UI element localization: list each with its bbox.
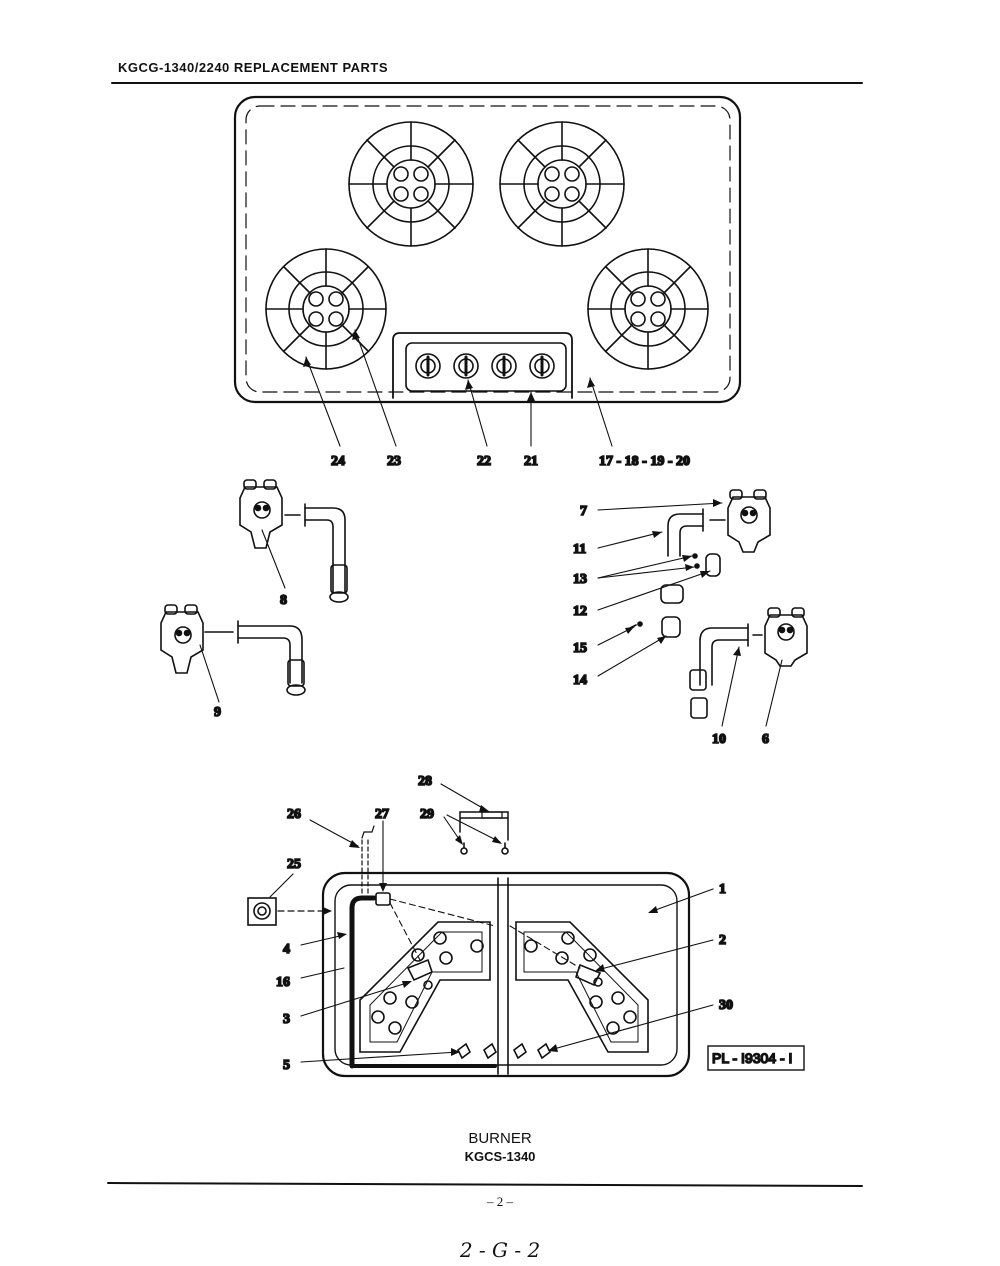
- control-knob-3: [491, 353, 517, 379]
- control-knob-4: [529, 353, 555, 379]
- callout-21: 21: [524, 454, 538, 469]
- cooktop-top-view: [233, 95, 742, 447]
- valve-assembly-9: [160, 604, 306, 703]
- callout-11: 11: [573, 542, 586, 557]
- callout-9: 9: [214, 705, 221, 720]
- callout-26: 26: [287, 807, 301, 822]
- callout-15: 15: [573, 641, 587, 656]
- callout-27: 27: [375, 807, 389, 822]
- callout-13: 13: [573, 572, 587, 587]
- leaders-top: [303, 329, 613, 447]
- control-knob-1: [415, 353, 441, 379]
- callout-23: 23: [387, 454, 401, 469]
- bracket-28: [440, 783, 509, 841]
- figure-caption-model: KGCS-1340: [464, 1149, 536, 1164]
- callout-12: 12: [573, 604, 587, 619]
- control-knob-2: [453, 353, 479, 379]
- valve-assembly-7: [597, 489, 771, 677]
- drawing-number: PL - I9304 - I: [712, 1050, 792, 1066]
- burner-grate-rear-left: [348, 121, 474, 247]
- page-header: KGCG-1340/2240 REPLACEMENT PARTS: [118, 60, 389, 75]
- callout-22: 22: [477, 454, 491, 469]
- page-number: – 2 –: [487, 1194, 513, 1209]
- callout-7: 7: [580, 504, 587, 519]
- leaders-burner-box: [300, 819, 714, 1063]
- callout-2: 2: [719, 933, 726, 948]
- callout-25: 25: [287, 857, 301, 872]
- burner-box-assembly: [321, 825, 691, 1078]
- callout-6: 6: [762, 732, 769, 747]
- callout-8: 8: [280, 593, 287, 608]
- callout-3: 3: [283, 1012, 290, 1027]
- callout-1: 1: [719, 882, 726, 897]
- handwritten-note: 2 - G - 2: [459, 1238, 541, 1262]
- callout-28: 28: [418, 774, 432, 789]
- burner-grate-front-right: [587, 248, 709, 370]
- callout-29: 29: [420, 807, 434, 822]
- burner-grate-front-left: [265, 248, 387, 370]
- control-panel: [392, 332, 573, 399]
- screws-29: [443, 814, 509, 855]
- callout-4: 4: [283, 942, 290, 957]
- figure-caption-title: BURNER: [468, 1130, 532, 1147]
- footer-rule: [107, 1182, 863, 1187]
- callout-17-20: 17 - 18 - 19 - 20: [599, 454, 690, 469]
- burner-grate-rear-right: [499, 121, 625, 247]
- valve-assembly-8: [239, 479, 349, 603]
- valve-assembly-6: [689, 607, 808, 727]
- callout-10: 10: [712, 732, 726, 747]
- callout-24: 24: [331, 454, 345, 469]
- callout-30: 30: [719, 998, 733, 1013]
- callout-5: 5: [283, 1058, 290, 1073]
- callout-16: 16: [276, 975, 290, 990]
- callout-14: 14: [573, 673, 587, 688]
- drawing-number-box: [707, 1045, 805, 1071]
- receptacle-25: [247, 873, 332, 926]
